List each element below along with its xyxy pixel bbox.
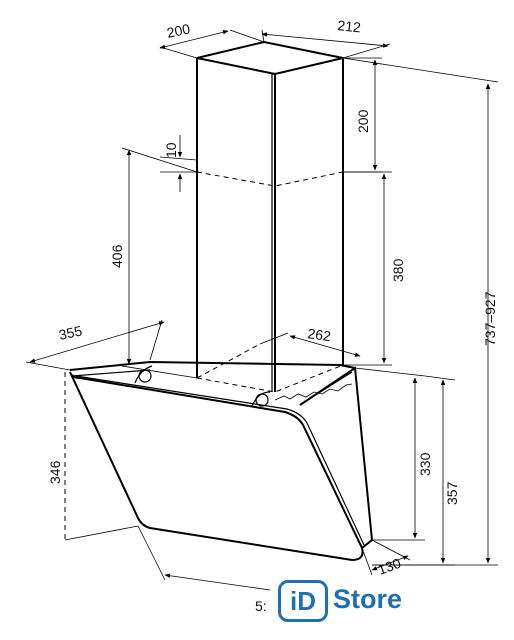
brand-name: Store <box>333 584 403 614</box>
brand-logo-icon: iD <box>278 580 328 622</box>
dim-inner-height: 406 <box>109 244 125 268</box>
dimension-lines <box>25 29 499 591</box>
dim-total-height: 737–927 <box>482 291 498 346</box>
dim-hood-total-height: 357 <box>444 481 460 505</box>
dim-base-depth: 262 <box>307 325 333 344</box>
dim-bottom-width: 5: <box>255 598 267 614</box>
dim-overlap: 10 <box>163 142 179 158</box>
chimney <box>196 40 344 393</box>
dim-top-height: 200 <box>355 109 371 133</box>
dim-hood-left-height: 346 <box>47 460 63 484</box>
dim-outer-height: 380 <box>390 258 406 282</box>
dim-bottom-depth: 130 <box>376 555 404 578</box>
hood-body <box>69 360 374 562</box>
dim-chimney-width: 200 <box>165 20 191 41</box>
dimension-labels: 200 212 200 10 406 380 355 262 346 330 3… <box>47 17 498 578</box>
dim-hood-height: 330 <box>417 452 433 476</box>
dim-base-width: 355 <box>57 322 83 343</box>
dim-chimney-depth: 212 <box>337 17 362 35</box>
brand-logo-mark: iD <box>290 585 316 616</box>
